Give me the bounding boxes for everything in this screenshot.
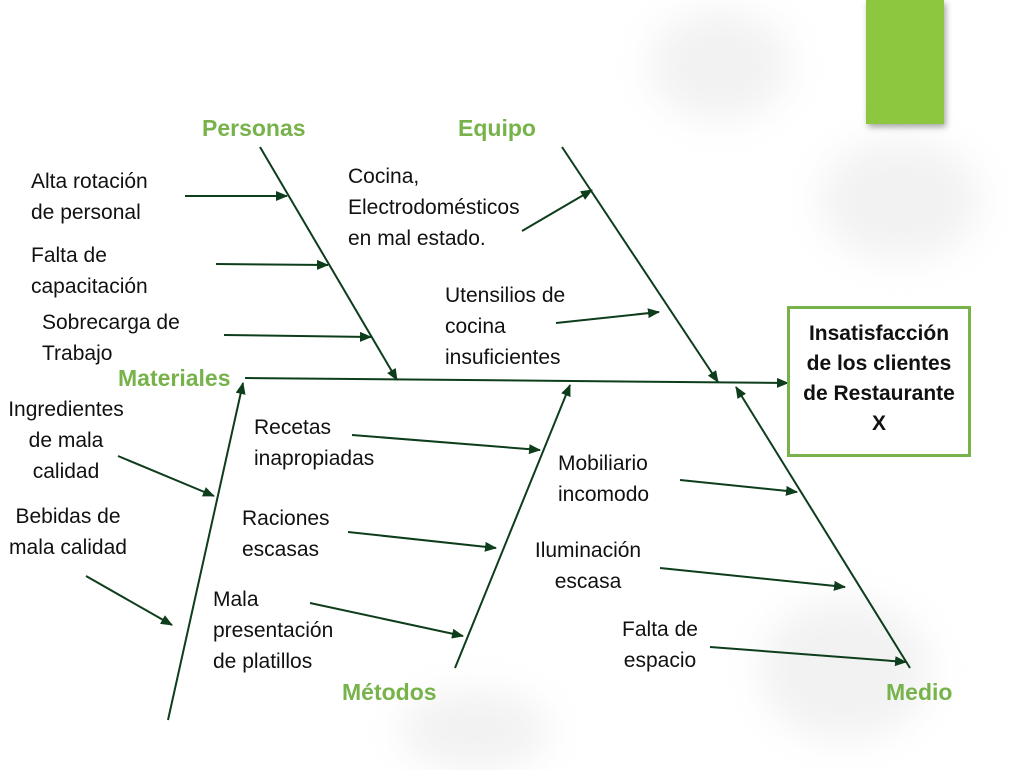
cause-medio: Iluminación escasa xyxy=(534,539,642,593)
spine-arrow xyxy=(244,377,789,388)
category-materiales: Materiales xyxy=(118,365,231,391)
cause-arrow xyxy=(679,479,798,496)
category-medio: Medio xyxy=(886,679,953,705)
cause-equipo: Utensilios de cocina insuficientes xyxy=(445,284,566,369)
background-shape xyxy=(650,10,790,120)
cause-personas: Sobrecarga de Trabajo xyxy=(42,311,180,365)
cause-arrow xyxy=(223,331,372,342)
cause-arrow xyxy=(555,308,660,324)
bone-metodos xyxy=(454,384,571,669)
category-metodos: Métodos xyxy=(342,679,437,705)
cause-materiales: Bebidas de mala calidad xyxy=(9,505,127,559)
category-personas: Personas xyxy=(202,115,306,141)
cause-arrow xyxy=(215,259,329,270)
bone-equipo xyxy=(561,146,719,383)
cause-arrow xyxy=(347,531,497,552)
cause-arrow xyxy=(709,646,907,667)
cause-arrow xyxy=(659,567,846,591)
background-shape xyxy=(820,140,980,260)
effect-box: Insatisfacción de los clientes de Restau… xyxy=(787,306,971,457)
cause-arrow xyxy=(351,434,541,455)
cause-metodos: Recetas inapropiadas xyxy=(254,416,375,470)
cause-arrow xyxy=(309,602,464,639)
background-shape xyxy=(400,690,550,770)
cause-equipo: Cocina, Electrodomésticos en mal estado. xyxy=(348,165,520,250)
bone-medio xyxy=(735,386,911,669)
cause-personas: Alta rotación de personal xyxy=(31,170,148,224)
cause-arrow xyxy=(521,189,593,232)
cause-arrow xyxy=(85,575,173,626)
cause-personas: Falta de capacitación xyxy=(31,244,148,298)
cause-arrow xyxy=(117,455,215,497)
cause-metodos: Mala presentación de platillos xyxy=(213,588,334,673)
category-equipo: Equipo xyxy=(458,115,536,141)
accent-bar xyxy=(866,0,944,124)
cause-medio: Mobiliario incomodo xyxy=(558,452,650,506)
effect-label: Insatisfacción de los clientes de Restau… xyxy=(803,321,955,435)
cause-medio: Falta de espacio xyxy=(622,618,698,672)
bone-materiales xyxy=(167,382,246,721)
background-shape xyxy=(760,600,930,740)
cause-materiales: Ingredientes de mala calidad xyxy=(8,398,124,483)
cause-metodos: Raciones escasas xyxy=(242,507,330,561)
